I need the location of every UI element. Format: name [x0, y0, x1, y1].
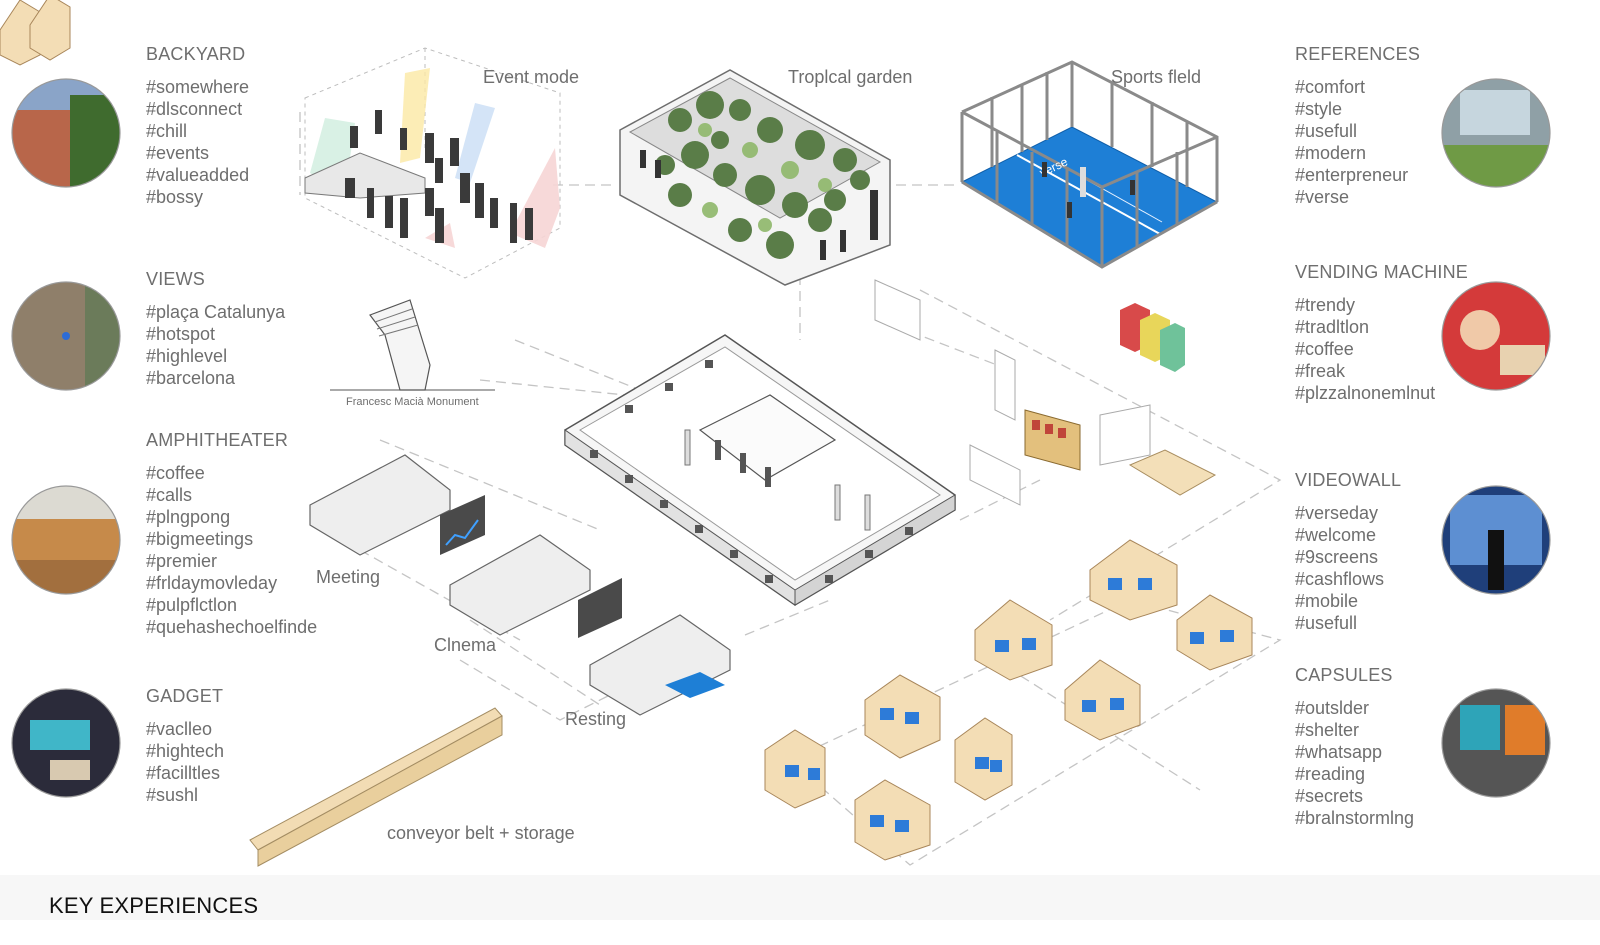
tag: #tradltlon	[1295, 317, 1370, 337]
tag: #hotspot	[146, 324, 216, 344]
tag: #bigmeetings	[146, 529, 254, 549]
tag: #dlsconnect	[146, 99, 243, 119]
vending-machine-illustration	[1120, 303, 1185, 372]
tropical-garden-illustration	[619, 69, 891, 286]
tag-list-vending-machine: #trendy #tradltlon #coffee #freak #plzza…	[1295, 294, 1435, 404]
tag-list-views: #plaça Catalunya #hotspot #highlevel #ba…	[146, 301, 285, 389]
label-cinema: Clnema	[434, 635, 497, 655]
section-title-videowall: VIDEOWALL	[1295, 470, 1402, 490]
tag-list-amphitheater: #coffee #calls #plngpong #bigmeetings #p…	[146, 462, 317, 638]
section-title-references: REFERENCES	[1295, 44, 1421, 64]
tag: #secrets	[1295, 786, 1364, 806]
tag: #plngpong	[146, 507, 231, 527]
tag-list-gadget: #vaclleo #hightech #facilltles #sushl	[146, 718, 224, 806]
tag: #vaclleo	[146, 719, 213, 739]
city-map-photo	[12, 282, 120, 390]
tag: #comfort	[1295, 77, 1366, 97]
section-title-capsules: CAPSULES	[1295, 665, 1393, 685]
tag: #verseday	[1295, 503, 1379, 523]
tag: #calls	[146, 485, 193, 505]
bench-illustration	[1128, 449, 1217, 496]
tag-list-references: #comfort #style #usefull #modern #enterp…	[1295, 76, 1408, 208]
tag: #somewhere	[146, 77, 250, 97]
tag: #plzzalnonemlnut	[1295, 383, 1436, 403]
tag: #usefull	[1295, 121, 1358, 141]
tag: #coffee	[146, 463, 205, 483]
tag-list-backyard: #somewhere #dlsconnect #chill #events #v…	[146, 76, 249, 208]
label-tropical-garden: Troplcal garden	[788, 67, 913, 87]
videowall-photo	[1442, 486, 1550, 594]
conveyor-belt-illustration	[249, 707, 503, 867]
tag: #hightech	[146, 741, 225, 761]
tag: #welcome	[1295, 525, 1377, 545]
tag: #highlevel	[146, 346, 228, 366]
tag: #outslder	[1295, 698, 1370, 718]
label-event-mode: Event mode	[483, 67, 580, 87]
tag: #frldaymovleday	[146, 573, 278, 593]
capsules-photo	[1442, 689, 1550, 797]
label-sports-field: Sports fleld	[1111, 67, 1202, 87]
tag: #shelter	[1295, 720, 1360, 740]
tag: #valueadded	[146, 165, 250, 185]
tag: #pulpflctlon	[146, 595, 238, 615]
gadget-photo	[12, 689, 120, 797]
section-title-views: VIEWS	[146, 269, 206, 289]
tag-list-videowall: #verseday #welcome #9screens #cashflows …	[1295, 502, 1384, 634]
label-resting: Resting	[565, 709, 627, 729]
tag: #whatsapp	[1295, 742, 1383, 762]
tag: #cashflows	[1295, 569, 1385, 589]
tag: #plaça Catalunya	[146, 302, 286, 322]
label-monument: Francesc Macià Monument	[346, 396, 479, 408]
tag: #bossy	[146, 187, 204, 207]
tag: #trendy	[1295, 295, 1356, 315]
tag: #mobile	[1295, 591, 1359, 611]
tag: #enterpreneur	[1295, 165, 1409, 185]
tag: #bralnstormlng	[1295, 808, 1415, 828]
tag: #barcelona	[146, 368, 236, 388]
monument-illustration	[330, 299, 495, 391]
tag: #9screens	[1295, 547, 1379, 567]
references-photo	[1442, 79, 1550, 187]
tag: #premier	[146, 551, 218, 571]
tag: #events	[146, 143, 210, 163]
footer-band	[0, 875, 1600, 920]
bookshelf-illustration	[1024, 409, 1081, 471]
tag: #usefull	[1295, 613, 1358, 633]
tag: #verse	[1295, 187, 1350, 207]
event-mode-illustration	[304, 47, 561, 279]
tag: #quehashechoelfinde	[146, 617, 318, 637]
tag: #facilltles	[146, 763, 221, 783]
central-building	[564, 334, 956, 606]
shelves-illustration	[874, 279, 1151, 506]
footer-title: KEY EXPERIENCES	[49, 893, 259, 918]
label-meeting: Meeting	[316, 567, 381, 587]
label-conveyor-belt: conveyor belt + storage	[387, 823, 575, 843]
amphitheater-photo	[12, 486, 120, 594]
tag: #style	[1295, 99, 1343, 119]
tag-list-capsules: #outslder #shelter #whatsapp #reading #s…	[1295, 697, 1414, 829]
sports-field-illustration: verse	[960, 60, 1219, 269]
tag: #coffee	[1295, 339, 1354, 359]
tag: #sushl	[146, 785, 199, 805]
tag: #reading	[1295, 764, 1366, 784]
capsules-illustration	[0, 0, 71, 66]
section-title-backyard: BACKYARD	[146, 44, 246, 64]
tag: #freak	[1295, 361, 1346, 381]
section-title-vending-machine: VENDING MACHINE	[1295, 262, 1469, 282]
section-title-amphitheater: AMPHITHEATER	[146, 430, 289, 450]
tag: #modern	[1295, 143, 1367, 163]
amphitheater-illustration	[309, 454, 731, 716]
section-title-gadget: GADGET	[146, 686, 224, 706]
vending-photo	[1442, 282, 1550, 390]
tag: #chill	[146, 121, 188, 141]
